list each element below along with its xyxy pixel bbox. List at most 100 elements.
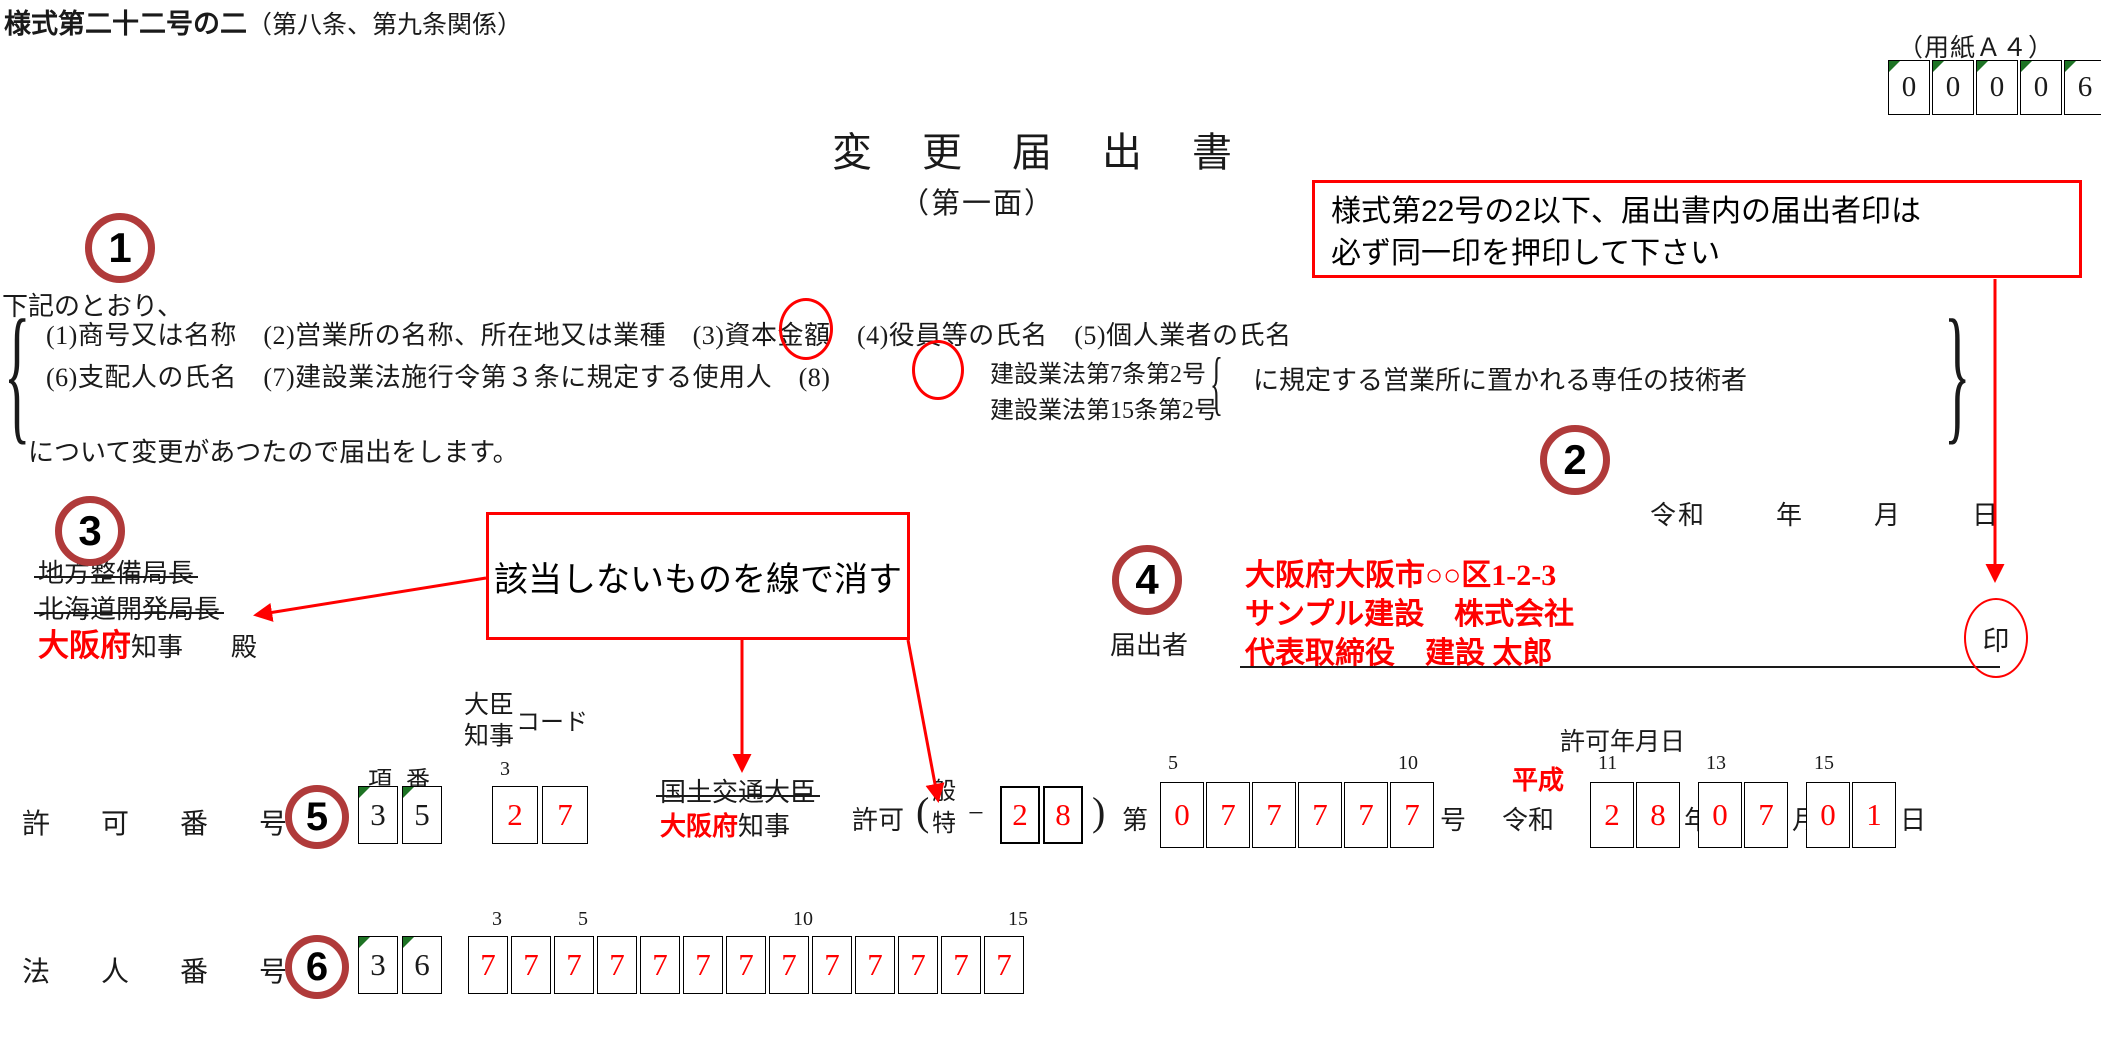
- permit-number-boxes: 0 7 7 7 7 7: [1160, 782, 1436, 848]
- submission-year-label: 年: [1776, 501, 1805, 530]
- permit-paren-close: ): [1092, 789, 1106, 834]
- permit-number-box: 7: [1298, 782, 1342, 848]
- step-marker-3: 3: [55, 496, 125, 566]
- step-marker-6: 6: [285, 935, 349, 999]
- permit-day-box: 1: [1852, 782, 1896, 848]
- applicant-address: 大阪府大阪市○○区1-2-3: [1245, 559, 1557, 592]
- permit-paren-open: (: [916, 789, 930, 834]
- annotation-seal-note-line2: 必ず同一印を押印して下さい: [1331, 237, 1721, 270]
- addressee-block: 地方整備局長 北海道開発局長 大阪府知事 殿: [33, 556, 258, 666]
- permit-year-boxes: 2 8: [1590, 782, 1682, 848]
- permit-number-row-label: 許 可 番 号: [22, 809, 310, 840]
- corporate-position-marker-10: 10: [793, 908, 813, 930]
- addressee-prefecture: 大阪府: [38, 628, 131, 663]
- permit-code-boxes: 2 7: [492, 786, 592, 844]
- corporate-number-boxes: 7 7 7 7 7 7 7 7 7 7 7 7 7: [468, 936, 1027, 994]
- clause-tail-text: に規定する営業所に置かれる専任の技術者: [1253, 366, 1748, 395]
- permit-number-box: 7: [1390, 782, 1434, 848]
- applicant-entry-block: 大阪府大阪市○○区1-2-3 サンプル建設 株式会社 代表取締役 建設 太郎: [1245, 556, 1574, 673]
- highlight-ellipse-employee: [912, 340, 964, 400]
- corporate-number-row-label: 法 人 番 号: [22, 957, 310, 988]
- intro-lead-text: 下記のとおり、: [2, 292, 183, 321]
- permit-code-box: 2: [492, 786, 538, 844]
- submission-month-label: 月: [1874, 501, 1903, 530]
- change-item-line-1: (1)商号又は名称 (2)営業所の名称、所在地又は業種 (3)資本金額 (4)役…: [46, 321, 1292, 350]
- step-marker-5: 5: [285, 785, 349, 849]
- permit-type-toku: 特: [932, 811, 956, 837]
- permit-position-marker-3: 3: [500, 758, 510, 780]
- corporate-kouban-box: 3: [358, 936, 398, 994]
- addressee-regional-bureau: 地方整備局長: [33, 556, 199, 592]
- permit-position-marker-10: 10: [1398, 752, 1418, 774]
- page-number-box: 0: [1888, 60, 1930, 115]
- submission-era-label: 令和: [1650, 501, 1707, 530]
- permit-day-boxes: 0 1: [1806, 782, 1898, 848]
- permit-year-box: 2: [1590, 782, 1634, 848]
- step-marker-1: 1: [85, 213, 155, 283]
- permit-type-box: 2: [1000, 786, 1040, 844]
- issuing-authority-block: 国土交通大臣 大阪府知事: [655, 776, 821, 844]
- seal-placeholder: 印: [1964, 598, 2028, 678]
- page-number-box: 6: [2064, 60, 2101, 115]
- permit-era-reiwa: 令和: [1502, 806, 1555, 835]
- page-number-box: 0: [1932, 60, 1974, 115]
- corporate-number-box: 7: [941, 936, 981, 994]
- page-number-box: 0: [1976, 60, 2018, 115]
- annotation-strike-note: 該当しないものを線で消す: [486, 512, 910, 640]
- applicant-underline: [1240, 666, 2000, 668]
- corporate-number-box: 7: [898, 936, 938, 994]
- permit-month-box: 7: [1744, 782, 1788, 848]
- issuing-authority-minister: 国土交通大臣: [655, 776, 821, 810]
- page-number-boxes: 0 0 0 0 6: [1888, 60, 2101, 115]
- document-main-title: 変 更 届 出 書: [832, 130, 1252, 175]
- minister-governor-code-label: 大臣 知事コード: [464, 690, 588, 753]
- permit-position-marker-13: 13: [1706, 752, 1726, 774]
- corporate-position-marker-15: 15: [1008, 908, 1028, 930]
- corporate-number-box: 7: [683, 936, 723, 994]
- corporate-number-box: 7: [855, 936, 895, 994]
- corporate-number-box: 7: [812, 936, 852, 994]
- permit-kouban-boxes: 3 5: [358, 786, 446, 844]
- permit-year-box: 8: [1636, 782, 1680, 848]
- permit-type-box: 8: [1043, 786, 1083, 844]
- form-title-text: 様式第二十二号の二: [4, 9, 247, 39]
- permit-type-label: 般 特: [932, 776, 956, 840]
- permit-date-label: 許可年月日: [1560, 729, 1686, 756]
- permit-month-box: 0: [1698, 782, 1742, 848]
- intro-right-brace: }: [1944, 286, 1971, 458]
- change-item-line-2: (6)支配人の氏名 (7)建設業法施行令第３条に規定する使用人 (8): [46, 363, 831, 392]
- permit-nichi-word: 日: [1900, 806, 1927, 835]
- issuing-authority-prefecture: 大阪府: [660, 812, 739, 841]
- annotation-seal-note: 様式第22号の2以下、届出書内の届出者印は 必ず同一印を押印して下さい: [1312, 180, 2082, 278]
- clause-brace: {: [1210, 345, 1223, 423]
- permit-gou-word: 号: [1440, 806, 1467, 835]
- applicant-representative: 代表取締役 建設 太郎: [1245, 637, 1553, 670]
- addressee-hokkaido-bureau: 北海道開発局長: [33, 592, 225, 628]
- permit-dai-word: 第: [1122, 806, 1149, 835]
- paper-size-label: （用紙Ａ４）: [1898, 35, 2055, 62]
- permit-number-box: 7: [1252, 782, 1296, 848]
- annotation-seal-note-line1: 様式第22号の2以下、届出書内の届出者印は: [1331, 195, 1922, 228]
- addressee-honorific: 殿: [231, 633, 258, 662]
- code-label-minister: 大臣: [464, 692, 515, 719]
- permit-kouban-box: 5: [402, 786, 442, 844]
- corporate-number-box: 7: [984, 936, 1024, 994]
- permit-type-ippan: 般: [932, 779, 956, 805]
- addressee-governor-title: 知事: [131, 633, 184, 662]
- corporate-number-box: 7: [468, 936, 508, 994]
- permit-code-box: 7: [542, 786, 588, 844]
- code-label-governor: 知事: [464, 723, 515, 750]
- permit-number-box: 0: [1160, 782, 1204, 848]
- submission-date-row: 令和 年 月 日: [1650, 495, 2070, 532]
- corporate-number-box: 7: [511, 936, 551, 994]
- document-sub-title: （第一面）: [900, 188, 1056, 220]
- corporate-position-marker-3: 3: [492, 908, 502, 930]
- submission-day-label: 日: [1972, 501, 2001, 530]
- permit-position-marker-15: 15: [1814, 752, 1834, 774]
- applicant-company: サンプル建設 株式会社: [1245, 598, 1575, 631]
- clause-line-b: 建設業法第15条第2号: [990, 398, 1218, 424]
- permit-number-box: 7: [1206, 782, 1250, 848]
- corporate-number-box: 7: [640, 936, 680, 994]
- intro-left-brace: {: [4, 286, 31, 458]
- corporate-number-box: 7: [726, 936, 766, 994]
